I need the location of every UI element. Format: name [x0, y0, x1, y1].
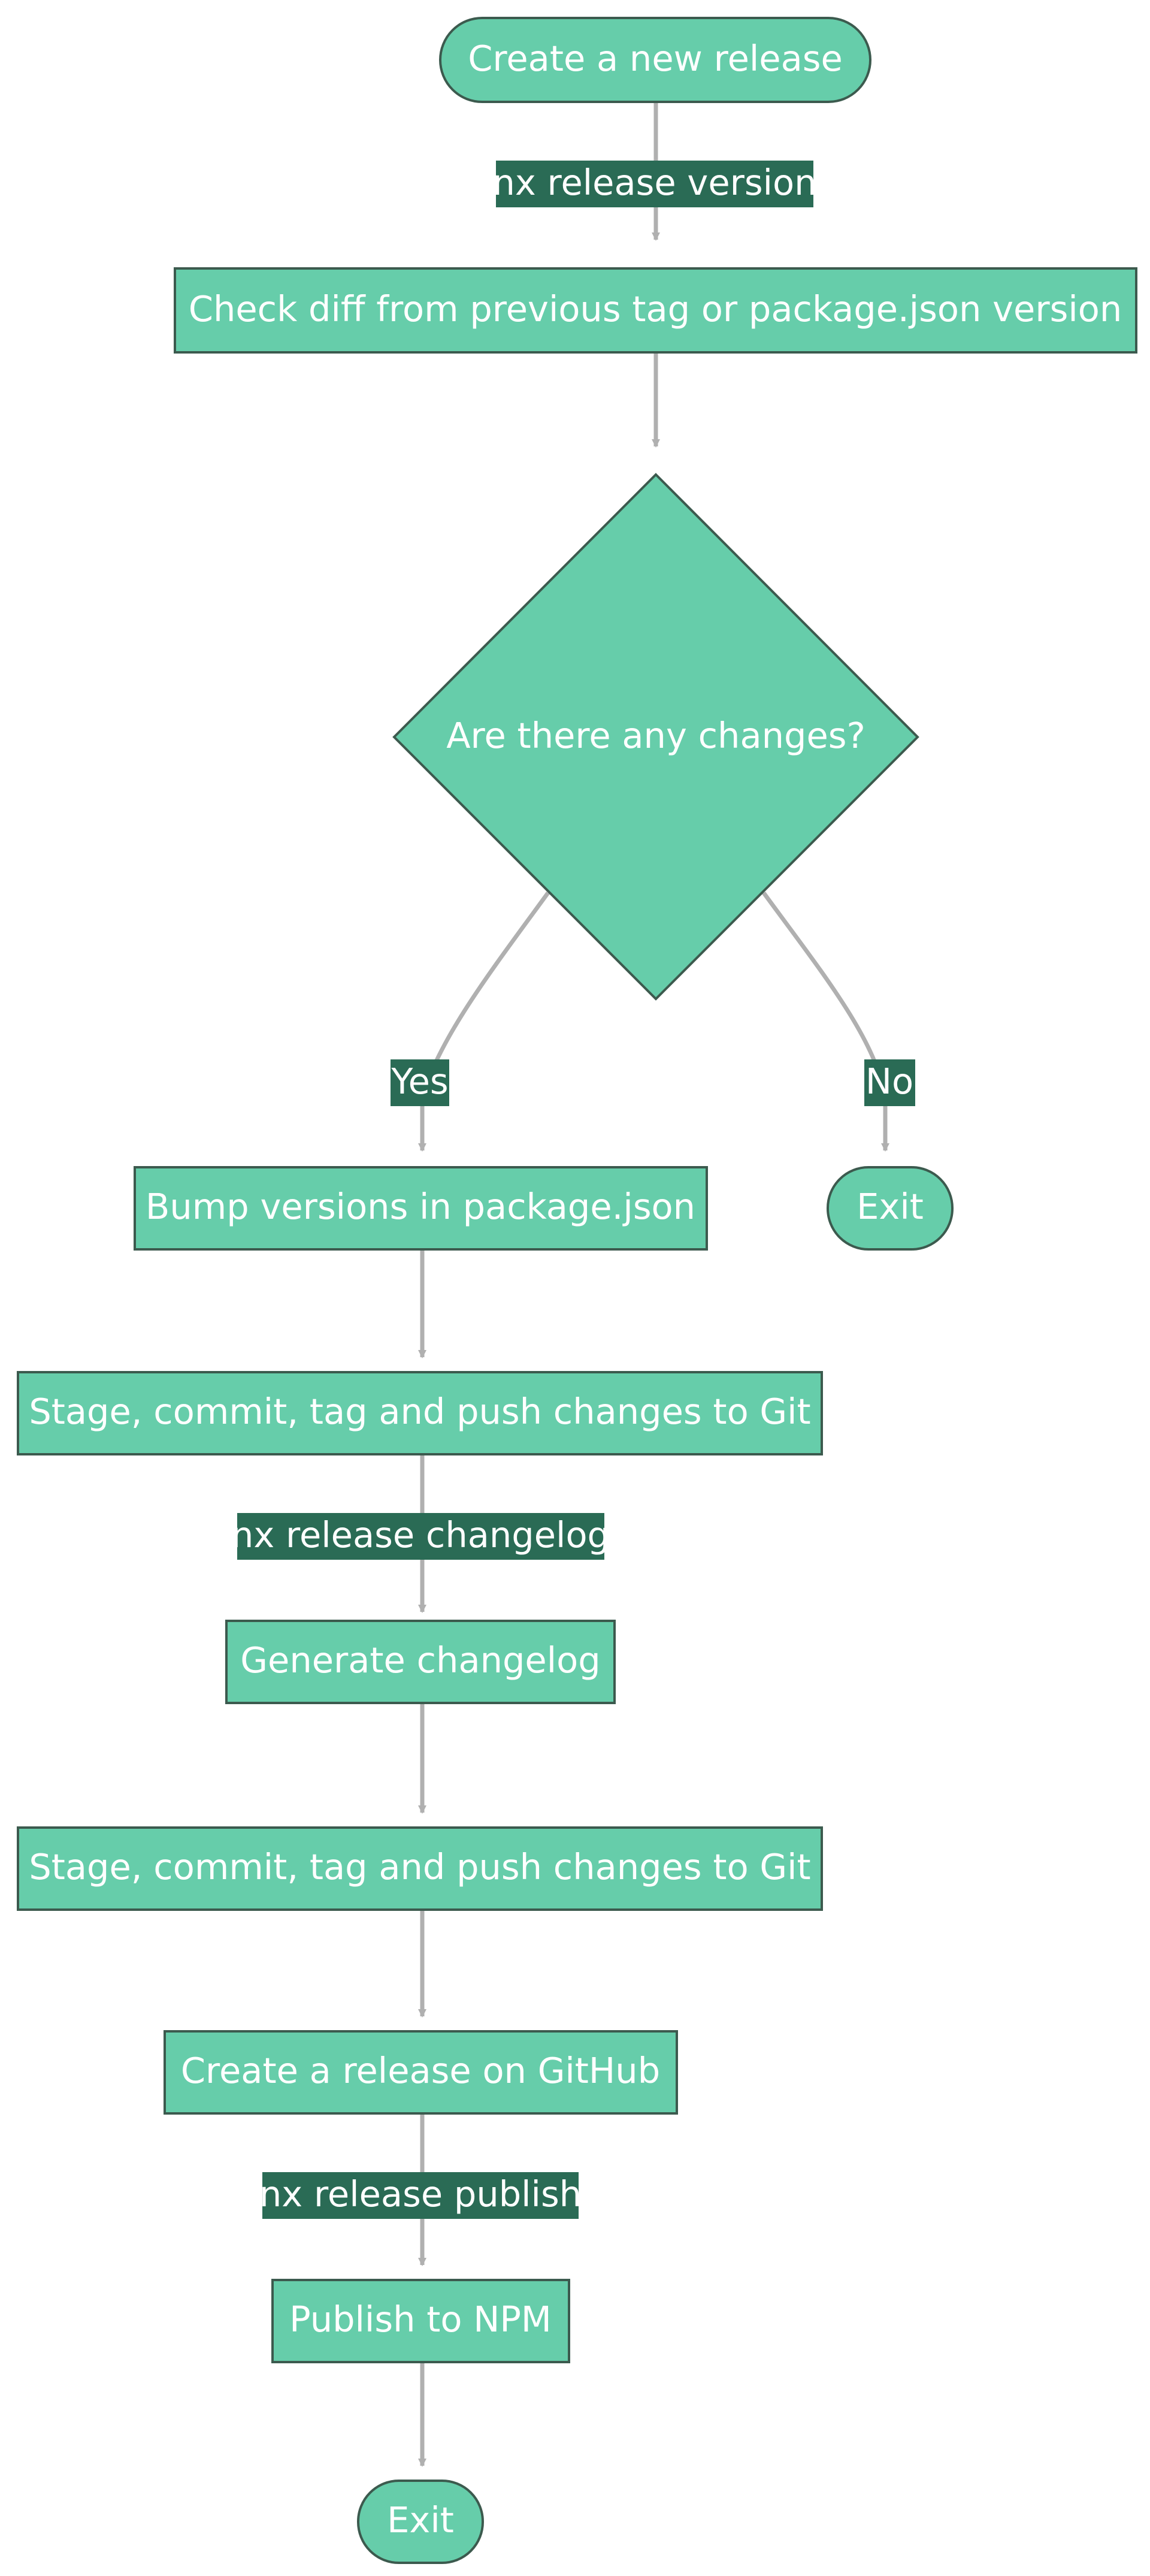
edge-label-no: No — [864, 1059, 915, 1106]
bump-versions-node: Bump versions in package.json — [134, 1166, 708, 1251]
commit-push-node-1: Stage, commit, tag and push changes to G… — [17, 1371, 823, 1455]
svg-text:Generate changelog: Generate changelog — [240, 1639, 600, 1681]
svg-text:Stage, commit, tag and push ch: Stage, commit, tag and push changes to G… — [29, 1846, 810, 1888]
svg-text:Yes: Yes — [391, 1061, 448, 1102]
svg-text:Are there any changes?: Are there any changes? — [446, 715, 865, 756]
commit-push-node-2: Stage, commit, tag and push changes to G… — [17, 1826, 823, 1911]
edge-label-changelog: nx release changelog — [231, 1513, 610, 1560]
edge-decision-no — [762, 891, 889, 1152]
edge-label-version: nx release version — [492, 161, 817, 207]
edge-label-publish: nx release publish — [259, 2172, 582, 2219]
svg-text:No: No — [865, 1061, 913, 1102]
svg-text:nx release version: nx release version — [492, 162, 816, 203]
svg-text:Bump versions in package.json: Bump versions in package.json — [146, 1186, 695, 1227]
github-release-node: Create a release on GitHub — [164, 2030, 678, 2115]
svg-text:Check diff from previous tag o: Check diff from previous tag or package.… — [189, 288, 1122, 330]
generate-changelog-node: Generate changelog — [225, 1620, 616, 1704]
svg-text:nx release changelog: nx release changelog — [231, 1514, 610, 1556]
svg-text:Exit: Exit — [387, 2499, 454, 2541]
exit-end-node: Exit — [357, 2480, 484, 2564]
svg-text:Exit: Exit — [857, 1186, 924, 1227]
svg-text:nx release publish: nx release publish — [259, 2173, 582, 2215]
exit-no-node: Exit — [827, 1166, 954, 1251]
svg-text:Create a new release: Create a new release — [468, 38, 843, 79]
svg-text:Publish to NPM: Publish to NPM — [289, 2299, 552, 2340]
start-node: Create a new release — [439, 17, 871, 103]
publish-npm-node: Publish to NPM — [271, 2279, 570, 2363]
edge-decision-yes — [418, 891, 550, 1152]
svg-text:Stage, commit, tag and push ch: Stage, commit, tag and push changes to G… — [29, 1391, 810, 1432]
edge-label-yes: Yes — [391, 1059, 449, 1106]
check-diff-node: Check diff from previous tag or package.… — [174, 267, 1137, 354]
changes-decision-node: Are there any changes? — [392, 473, 919, 1001]
svg-text:Create a release on GitHub: Create a release on GitHub — [181, 2050, 660, 2091]
